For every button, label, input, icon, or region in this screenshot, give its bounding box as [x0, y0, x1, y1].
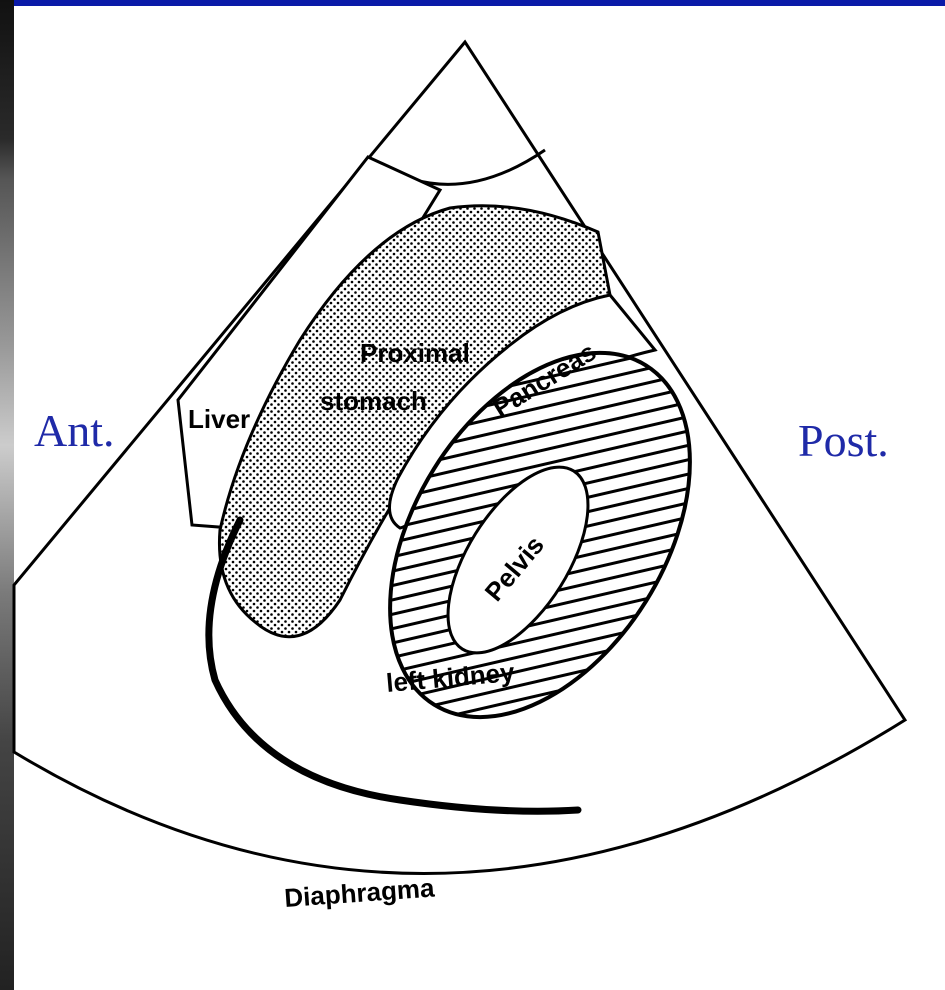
diaphragma-label: Diaphragma [283, 873, 436, 913]
proximal-label: Proximal [360, 338, 470, 368]
anterior-label: Ant. [34, 405, 115, 456]
liver-label: Liver [188, 404, 250, 434]
stomach-label: stomach [320, 386, 427, 416]
posterior-label: Post. [798, 415, 889, 466]
